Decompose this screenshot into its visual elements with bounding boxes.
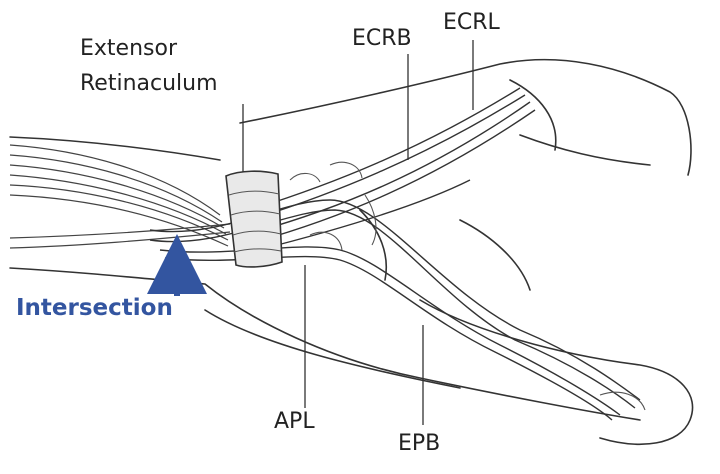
forearm-muscles bbox=[9, 144, 231, 249]
leader-lines bbox=[242, 40, 474, 425]
ecrl-ecrb-tendons bbox=[249, 87, 536, 251]
label-retinaculum: Retinaculum bbox=[80, 71, 218, 96]
label-apl: APL bbox=[274, 409, 315, 434]
hand-outline bbox=[9, 58, 694, 446]
label-ecrl: ECRL bbox=[443, 10, 500, 35]
label-extensor: Extensor bbox=[80, 36, 177, 61]
label-intersection: Intersection bbox=[16, 295, 173, 321]
bone-contours bbox=[289, 161, 646, 411]
label-epb: EPB bbox=[398, 431, 441, 456]
label-ecrb: ECRB bbox=[352, 26, 412, 51]
extensor-retinaculum-band bbox=[225, 170, 283, 268]
